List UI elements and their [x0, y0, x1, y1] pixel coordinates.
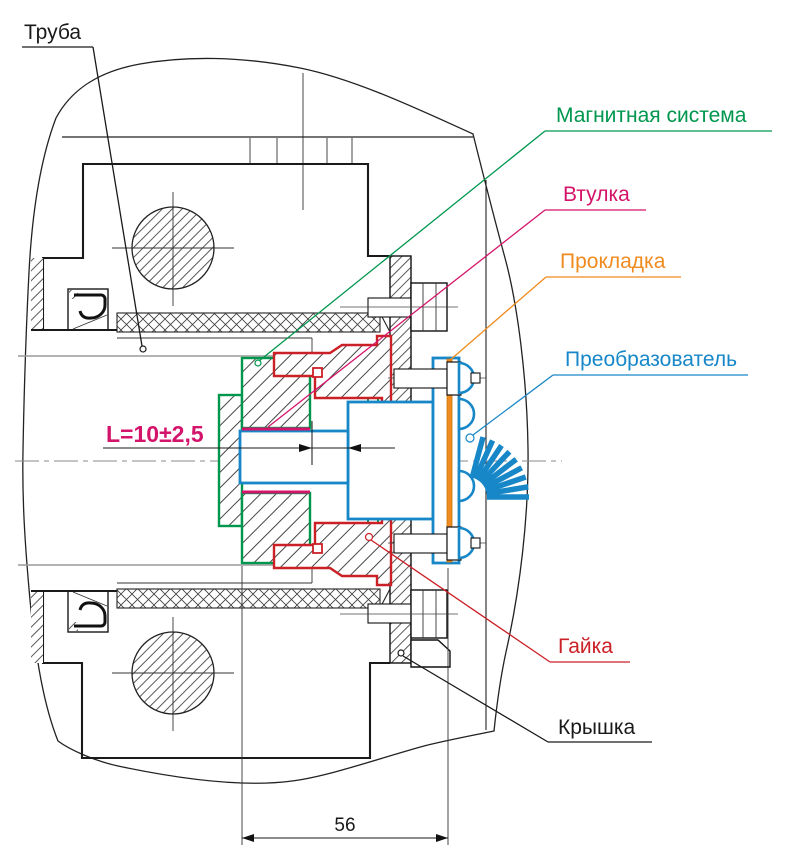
wall-section-upper	[31, 258, 43, 330]
callout-bushing: Втулка	[267, 183, 646, 428]
label-nut: Гайка	[558, 635, 613, 658]
transducer-part	[238, 356, 461, 565]
callout-magnetic-system: Магнитная система	[254, 104, 772, 367]
arrowhead	[299, 444, 312, 452]
cable-bellows	[469, 436, 529, 500]
callout-cover: Крышка	[397, 649, 652, 743]
callout-nut: Гайка	[364, 532, 630, 663]
callout-gasket: Прокладка	[448, 250, 681, 362]
label-bushing: Втулка	[563, 183, 630, 206]
dimension-clearance-text: L=10±2,5	[106, 421, 204, 447]
arrowhead	[436, 834, 448, 842]
transducer-tube	[238, 429, 350, 485]
gasket-part	[446, 358, 453, 563]
wall-section-lower	[31, 591, 43, 663]
label-gasket: Прокладка	[560, 250, 666, 273]
stud-tip-lower	[470, 537, 481, 549]
seal-upper	[67, 288, 109, 331]
arrowhead	[348, 444, 361, 452]
label-transducer: Преобразователь	[565, 348, 737, 371]
transducer-body	[346, 400, 435, 521]
seal-lower	[67, 590, 109, 633]
pipe-and-liner	[18, 312, 391, 609]
flange-bolt-lower	[340, 589, 458, 639]
dimension-depth-text: 56	[334, 815, 355, 836]
label-magnetic-system: Магнитная система	[556, 104, 747, 127]
dimension-depth: 56	[241, 566, 449, 845]
dimension-clearance: L=10±2,5	[103, 421, 395, 452]
arrowhead	[242, 834, 254, 842]
weld-ticks	[249, 138, 353, 163]
label-cover: Крышка	[558, 716, 636, 739]
callout-transducer: Преобразователь	[465, 348, 748, 443]
stud-bolt-lower	[388, 526, 486, 561]
bolt-hole-circles	[112, 192, 234, 731]
cover-rim-block	[410, 639, 451, 668]
label-pipe: Труба	[24, 21, 81, 44]
bushing-part	[242, 427, 310, 494]
callout-pipe: Труба	[22, 21, 147, 353]
cap-nut-domes	[457, 361, 476, 560]
stud-tip-upper	[470, 372, 481, 384]
housing-outline	[31, 136, 473, 760]
